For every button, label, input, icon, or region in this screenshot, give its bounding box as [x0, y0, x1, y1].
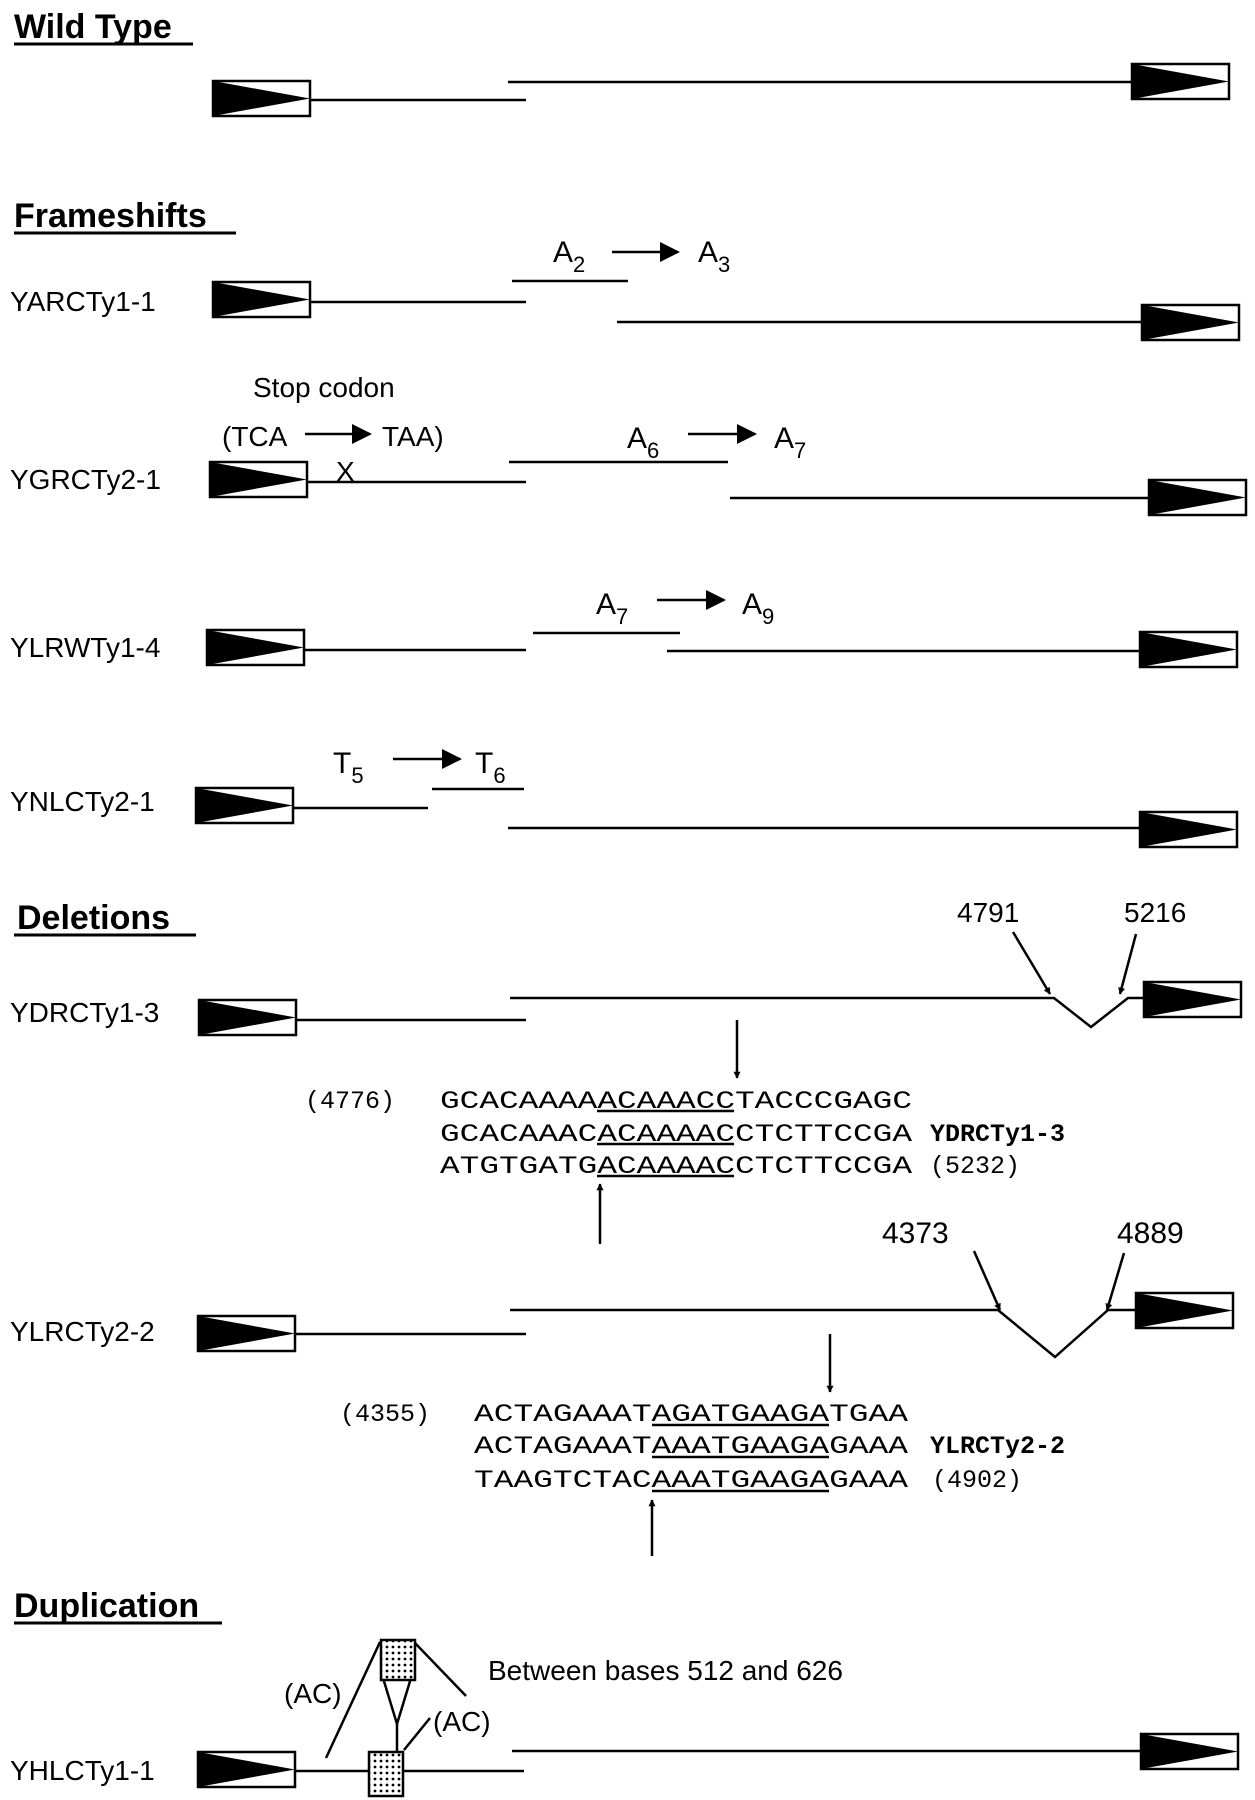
sequence-end: (4902): [932, 1466, 1022, 1495]
stop-codon-mark: X: [336, 456, 355, 487]
sequence-start: (4355): [340, 1400, 430, 1429]
duplication-note: Between bases 512 and 626: [488, 1655, 843, 1686]
element-name: YNLCTy2-1: [10, 786, 155, 817]
sequence-start: (4776): [305, 1087, 395, 1116]
breakpoint-arrow: [972, 1250, 1002, 1311]
sequence-end: (5232): [930, 1152, 1020, 1181]
ltr-arrow: [1144, 982, 1241, 1017]
ltr-arrow: [198, 1316, 295, 1351]
element-yarcty1-1: YARCTy1-1 A2 A3: [10, 236, 1241, 342]
element-ylrwty1-4: YLRWTy1-4 A7 A9: [10, 588, 1239, 669]
breakpoint-arrow: [1011, 931, 1052, 995]
ltr-arrow: [207, 630, 304, 665]
breakpoint-arrow: [1105, 1252, 1126, 1311]
stop-codon-to: TAA): [382, 421, 444, 452]
element-wild-type: [211, 62, 1231, 118]
ltr-arrow: [1140, 812, 1237, 847]
frameshift-from: A6: [627, 422, 659, 463]
frameshift-from: A2: [553, 236, 585, 277]
stop-codon-label: Stop codon: [253, 372, 395, 403]
frameshift-to: A3: [698, 236, 730, 277]
ltr-arrow: [1136, 1293, 1233, 1328]
breakpoint-left: 4791: [957, 897, 1019, 928]
frameshift-from: T5: [333, 747, 364, 788]
repeat-label-left: (AC): [284, 1678, 342, 1709]
element-name: YLRCTy2-2: [10, 1316, 155, 1347]
element-yhlcty1-1: Between bases 512 and 626 (AC) (AC) YHLC…: [10, 1638, 1240, 1798]
insert-taper: [381, 1676, 413, 1729]
element-name: YLRWTy1-4: [10, 632, 160, 663]
heading-wild-type: Wild Type: [14, 8, 172, 46]
expansion-line: [403, 1717, 431, 1751]
sequence-element-label: YLRCTy2-2: [930, 1432, 1065, 1461]
breakpoint-arrow: [1118, 933, 1138, 995]
ltr-arrow: [1140, 632, 1237, 667]
expansion-line: [413, 1641, 467, 1697]
ltr-arrow: [1132, 64, 1229, 99]
duplication-site: [367, 1750, 405, 1798]
element-ynlcty2-1: YNLCTy2-1 T5 T6: [10, 747, 1239, 849]
ltr-arrow: [1142, 305, 1239, 340]
ltr-arrow: [213, 81, 310, 116]
breakpoint-right: 5216: [1124, 897, 1186, 928]
stop-codon-from: (TCA: [222, 421, 288, 452]
ltr-arrow: [198, 1752, 295, 1787]
element-ygrcty2-1: Stop codon (TCA TAA) X YGRCTy2-1 A6 A7: [10, 372, 1248, 517]
ltr-arrow: [196, 788, 293, 823]
expansion-line: [324, 1641, 382, 1759]
heading-duplication: Duplication: [14, 1587, 199, 1625]
repeat-label-right: (AC): [433, 1706, 491, 1737]
ltr-arrow: [1149, 480, 1246, 515]
orf-line-deleted: [510, 1308, 1136, 1359]
ltr-arrow: [210, 462, 307, 497]
heading-frameshifts: Frameshifts: [14, 197, 207, 235]
frameshift-to: A7: [774, 422, 806, 463]
ltr-arrow: [213, 282, 310, 317]
element-ylrcty2-2: 4373 4889 YLRCTy2-2 (4355) ACTAGAAATAGAT…: [10, 1217, 1235, 1556]
ltr-arrow: [1141, 1734, 1238, 1769]
duplicated-segment: [379, 1638, 417, 1682]
breakpoint-left: 4373: [882, 1217, 949, 1250]
element-name: YARCTy1-1: [10, 286, 156, 317]
element-name: YGRCTy2-1: [10, 464, 161, 495]
frameshift-from: A7: [596, 588, 628, 629]
frameshift-to: T6: [475, 747, 506, 788]
element-ydrcty1-3: YDRCTy1-3 4791 5216 (4776) GCACAAAAACAAA…: [10, 897, 1243, 1244]
ltr-arrow: [199, 1000, 296, 1035]
element-name: YHLCTy1-1: [10, 1755, 155, 1786]
breakpoint-right: 4889: [1117, 1217, 1184, 1250]
heading-deletions: Deletions: [17, 899, 170, 937]
sequence-element-label: YDRCTy1-3: [930, 1120, 1065, 1149]
element-name: YDRCTy1-3: [10, 997, 159, 1028]
orf-line-deleted: [510, 996, 1144, 1029]
frameshift-to: A9: [742, 588, 774, 629]
